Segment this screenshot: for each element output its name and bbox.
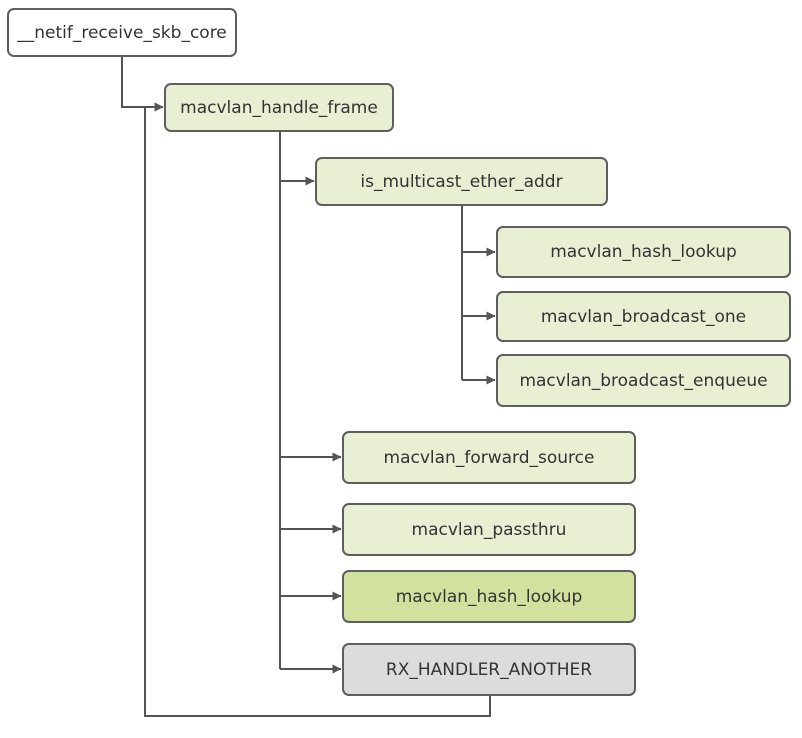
node-is-multicast-ether-addr[interactable]: is_multicast_ether_addr	[315, 157, 608, 206]
connector-loop-back-to-handle-frame	[144, 102, 491, 717]
connector-root-to-handle-frame	[121, 57, 164, 112]
node-macvlan-handle-frame[interactable]: macvlan_handle_frame	[164, 83, 394, 132]
node-netif-receive-skb-core[interactable]: __netif_receive_skb_core	[7, 8, 237, 57]
node-macvlan-broadcast-one[interactable]: macvlan_broadcast_one	[496, 291, 791, 342]
node-macvlan-passthru[interactable]: macvlan_passthru	[342, 503, 636, 556]
node-macvlan-broadcast-enqueue[interactable]: macvlan_broadcast_enqueue	[496, 354, 791, 407]
node-macvlan-hash-lookup-multicast[interactable]: macvlan_hash_lookup	[496, 226, 791, 278]
node-macvlan-hash-lookup[interactable]: macvlan_hash_lookup	[342, 570, 636, 623]
node-rx-handler-another[interactable]: RX_HANDLER_ANOTHER	[342, 643, 636, 696]
node-macvlan-forward-source[interactable]: macvlan_forward_source	[342, 431, 636, 484]
